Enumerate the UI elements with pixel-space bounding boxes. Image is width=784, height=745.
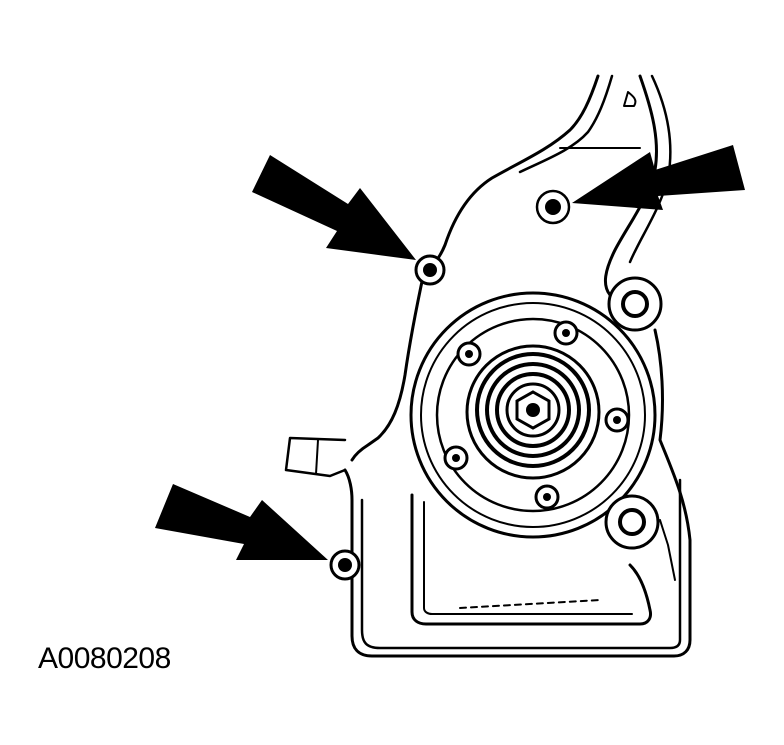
pulley-bolt-hole: [456, 341, 482, 367]
idler-boss-lower: [604, 494, 660, 550]
upper-left-bolt: [414, 254, 446, 286]
pulley-bolt-hole: [604, 407, 630, 433]
lower-left-bolt: [329, 549, 361, 581]
upper-left-bolt-arrow: [252, 155, 416, 260]
pulley-bolt-hole: [553, 320, 579, 346]
pulley-bolt-hole: [534, 484, 560, 510]
upper-right-bolt-arrow: [572, 145, 745, 210]
upper-right-bolt: [535, 189, 571, 225]
idler-boss-upper: [607, 276, 663, 332]
pulley-bolt-hole: [443, 445, 469, 471]
lower-left-bolt-arrow: [155, 484, 328, 560]
figure-id-label: A0080208: [38, 642, 171, 675]
engine-housing: [284, 74, 692, 658]
pulley-bolt-holes: [443, 320, 630, 510]
pump-pulley: [409, 291, 657, 539]
